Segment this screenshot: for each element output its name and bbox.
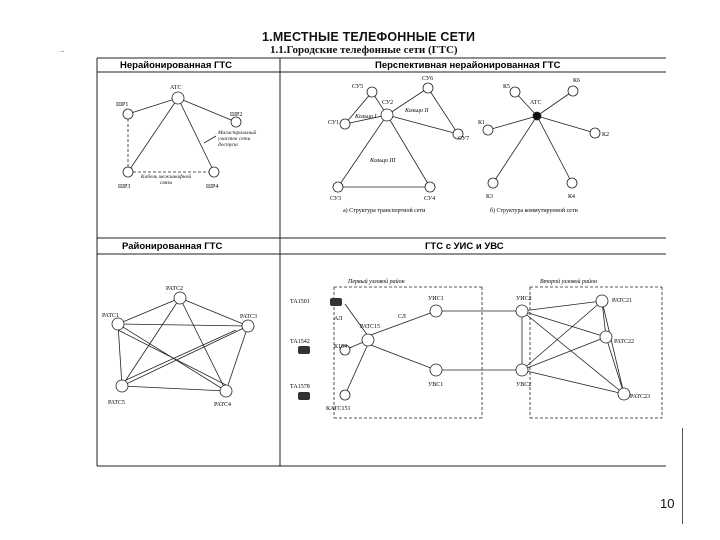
node-su6: СУ6 bbox=[422, 76, 433, 82]
node-k2: К2 bbox=[602, 132, 609, 138]
area-1-label: Первый узловой район bbox=[347, 278, 405, 285]
ring-2-label: Кольцо II bbox=[404, 108, 430, 114]
node-uvs1: УВС1 bbox=[428, 382, 443, 388]
node-k4: К4 bbox=[568, 194, 575, 200]
node-uis1: УИС1 bbox=[428, 296, 444, 302]
node-rats22: РАТС22 bbox=[614, 339, 634, 345]
caption-transport: а) Структура транспортной сети bbox=[343, 207, 426, 214]
node-ta1501: ТА1501 bbox=[290, 299, 310, 305]
node-k154: К154 bbox=[334, 344, 347, 350]
node-su7: СУ7 bbox=[458, 136, 469, 142]
header-zoned: Районированная ГТС bbox=[122, 241, 222, 252]
node-shr3: ШР3 bbox=[118, 184, 130, 190]
ring-1-label: Кольцо I bbox=[354, 114, 378, 120]
note-mezhshk: Кабель межшкафной связи bbox=[140, 174, 192, 186]
node-rats15: РАТС15 bbox=[360, 324, 380, 330]
frame bbox=[96, 57, 666, 467]
node-rats23: РАТС23 bbox=[630, 394, 650, 400]
node-rats2: РАТС2 bbox=[166, 286, 183, 292]
margin-rule bbox=[682, 428, 683, 524]
uis-uvs-network bbox=[333, 286, 663, 419]
telephone-icon bbox=[298, 298, 342, 400]
node-rats3: РАТС3 bbox=[240, 314, 257, 320]
node-uvs2: УВС2 bbox=[516, 382, 531, 388]
node-shr1: ШР1 bbox=[116, 102, 128, 108]
node-su4: СУ4 bbox=[424, 196, 435, 202]
node-su2: СУ2 bbox=[382, 100, 393, 106]
switched-network bbox=[482, 85, 601, 189]
transport-network bbox=[332, 82, 464, 193]
zoned-network bbox=[111, 291, 255, 398]
node-su5: СУ5 bbox=[352, 84, 363, 90]
header-nonzoned: Нерайонированная ГТС bbox=[120, 60, 232, 71]
node-rats4: РАТС4 bbox=[214, 402, 231, 408]
node-k5: К5 bbox=[503, 84, 510, 90]
stray-mark: .. bbox=[60, 44, 65, 54]
node-su3: СУ3 bbox=[330, 196, 341, 202]
node-k6: К6 bbox=[573, 78, 580, 84]
nonzoned-network bbox=[122, 91, 242, 178]
link-sl: СЛ bbox=[398, 314, 406, 320]
node-shr2: ШР2 bbox=[230, 112, 242, 118]
header-perspective: Перспективная нерайонированная ГТС bbox=[375, 60, 561, 71]
caption-switched: б) Структура коммутируемой сети bbox=[490, 207, 579, 214]
note-magistral: Магистральный участок сети доступа bbox=[218, 130, 257, 148]
area-2-label: Второй узловой район bbox=[540, 278, 597, 285]
page-title: 1.МЕСТНЫЕ ТЕЛЕФОННЫЕ СЕТИ bbox=[262, 30, 476, 44]
ring-3-label: Кольцо III bbox=[369, 158, 397, 164]
page-number: 10 bbox=[660, 496, 675, 511]
node-su1: СУ1 bbox=[328, 120, 339, 126]
page-subtitle: 1.1.Городские телефонные сети (ГТС) bbox=[270, 44, 458, 56]
node-rats21: РАТС21 bbox=[612, 298, 632, 304]
node-ats: АТС bbox=[170, 85, 181, 91]
node-k1: К1 bbox=[478, 120, 485, 126]
node-ta1542: ТА1542 bbox=[290, 339, 310, 345]
node-star-ats: АТС bbox=[530, 100, 541, 106]
node-k3: К3 bbox=[486, 194, 493, 200]
node-ta1578: ТА1578 bbox=[290, 384, 310, 390]
node-uis2: УИС2 bbox=[516, 296, 532, 302]
node-kats151: КАТС151 bbox=[326, 406, 350, 412]
header-uis-uvs: ГТС с УИС и УВС bbox=[425, 241, 504, 252]
link-al: АЛ bbox=[334, 316, 342, 322]
node-rats1: РАТС1 bbox=[102, 313, 119, 319]
node-shr4: ШР4 bbox=[206, 184, 218, 190]
node-rats5: РАТС5 bbox=[108, 400, 125, 406]
